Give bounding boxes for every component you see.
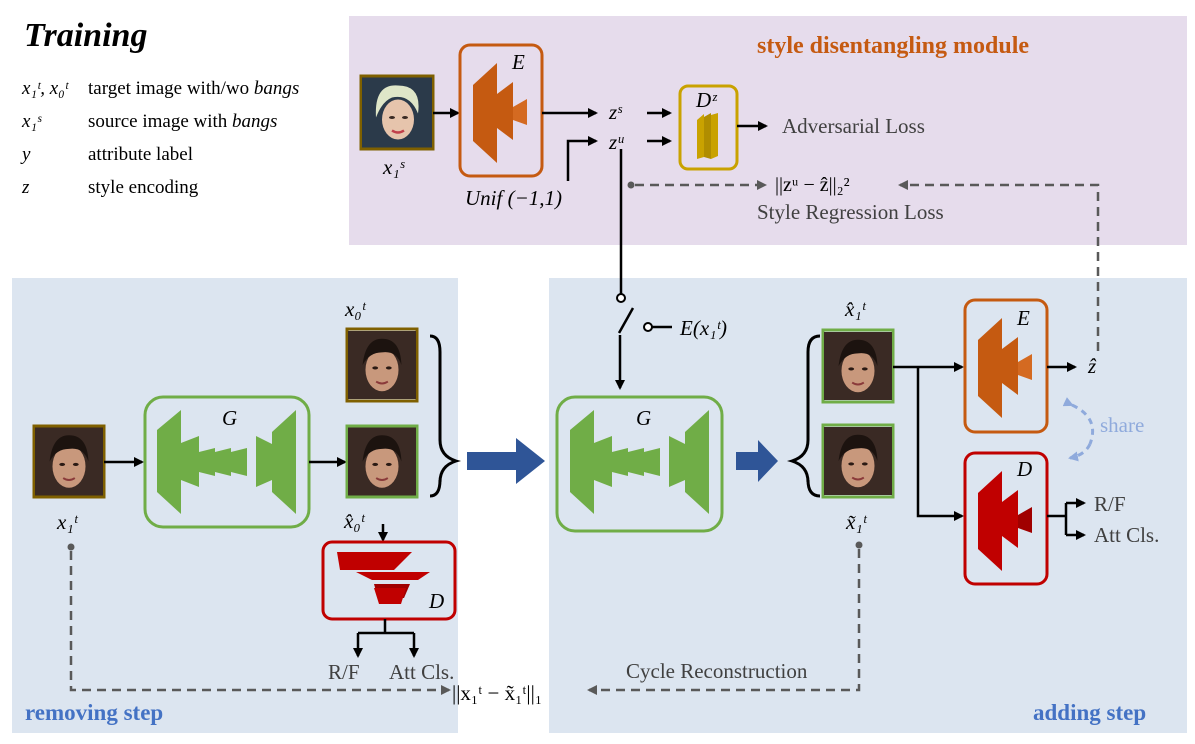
legend: x₁ᵗ, x₀ᵗ target image with/wo bangs x₁ˢ … <box>20 78 299 198</box>
att-cls-left-label: Att Cls. <box>389 660 454 684</box>
discriminator-z <box>678 84 739 171</box>
adversarial-loss-label: Adversarial Loss <box>782 114 925 138</box>
encoder-top-label: E <box>511 50 525 74</box>
share-label: share <box>1100 413 1144 437</box>
target-image-without-bangs <box>345 327 419 403</box>
rf-right-label: R/F <box>1094 492 1126 516</box>
generated-image-x1hat <box>821 328 895 404</box>
legend-desc: target image with/wo bangs <box>88 78 299 99</box>
generator-right <box>555 395 724 533</box>
removing-step-label: removing step <box>25 700 163 725</box>
unif-label: Unif (−1,1) <box>465 186 562 210</box>
legend-desc: style encoding <box>88 177 199 198</box>
generated-image-x0hat <box>345 424 419 499</box>
att-cls-right-label: Att Cls. <box>1094 523 1159 547</box>
legend-desc: attribute label <box>88 144 193 165</box>
x0t-label: x₀ᵗ <box>344 297 367 321</box>
adding-step-label: adding step <box>1033 700 1146 725</box>
zs-label: zˢ <box>608 100 623 124</box>
x1tilde-label: x̃₁ᵗ <box>845 510 868 534</box>
switch-icon <box>617 307 635 334</box>
source-image <box>359 74 435 151</box>
encoder-top <box>458 43 544 178</box>
source-image-label: x₁ˢ <box>382 155 406 179</box>
zu-label: zᵘ <box>608 130 624 154</box>
zhat-label: ẑ <box>1087 354 1097 378</box>
legend-desc: source image with bangs <box>88 111 277 132</box>
regression-formula: ||zᵘ − ẑ||₂² <box>775 174 850 196</box>
module-title: style disentangling module <box>757 33 1029 59</box>
discriminator-right <box>963 451 1049 586</box>
regression-loss-label: Style Regression Loss <box>757 200 944 224</box>
discriminator-left <box>321 540 457 621</box>
x1hat-label: x̂₁ᵗ <box>844 297 867 321</box>
encoder-right-label: E <box>1016 306 1030 330</box>
flow-arrow-left <box>467 438 545 484</box>
cycle-formula: ||x₁ᵗ − x̃₁ᵗ||₁ <box>452 681 542 705</box>
legend-symbol: x₁ˢ <box>21 111 42 132</box>
x1t-label: x₁ᵗ <box>56 510 79 534</box>
target-image-input <box>32 424 106 499</box>
legend-symbol: z <box>21 177 30 198</box>
generator-right-label: G <box>636 406 651 430</box>
discriminator-left-label: D <box>428 589 444 613</box>
cycle-reconstruction-label: Cycle Reconstruction <box>626 659 808 683</box>
encoder-x1t-label: E(x₁ᵗ) <box>679 316 727 340</box>
page-title: Training <box>24 17 147 54</box>
discriminator-right-label: D <box>1016 457 1032 481</box>
x0hat-label: x̂₀ᵗ <box>343 509 366 533</box>
legend-symbol: x₁ᵗ, x₀ᵗ <box>21 78 70 99</box>
generator-left-label: G <box>222 406 237 430</box>
rf-left-label: R/F <box>328 660 360 684</box>
legend-symbol: y <box>20 144 31 165</box>
flow-arrow-right <box>736 440 778 482</box>
dz-label: Dᶻ <box>695 88 718 112</box>
reconstructed-image-x1tilde <box>821 423 895 499</box>
